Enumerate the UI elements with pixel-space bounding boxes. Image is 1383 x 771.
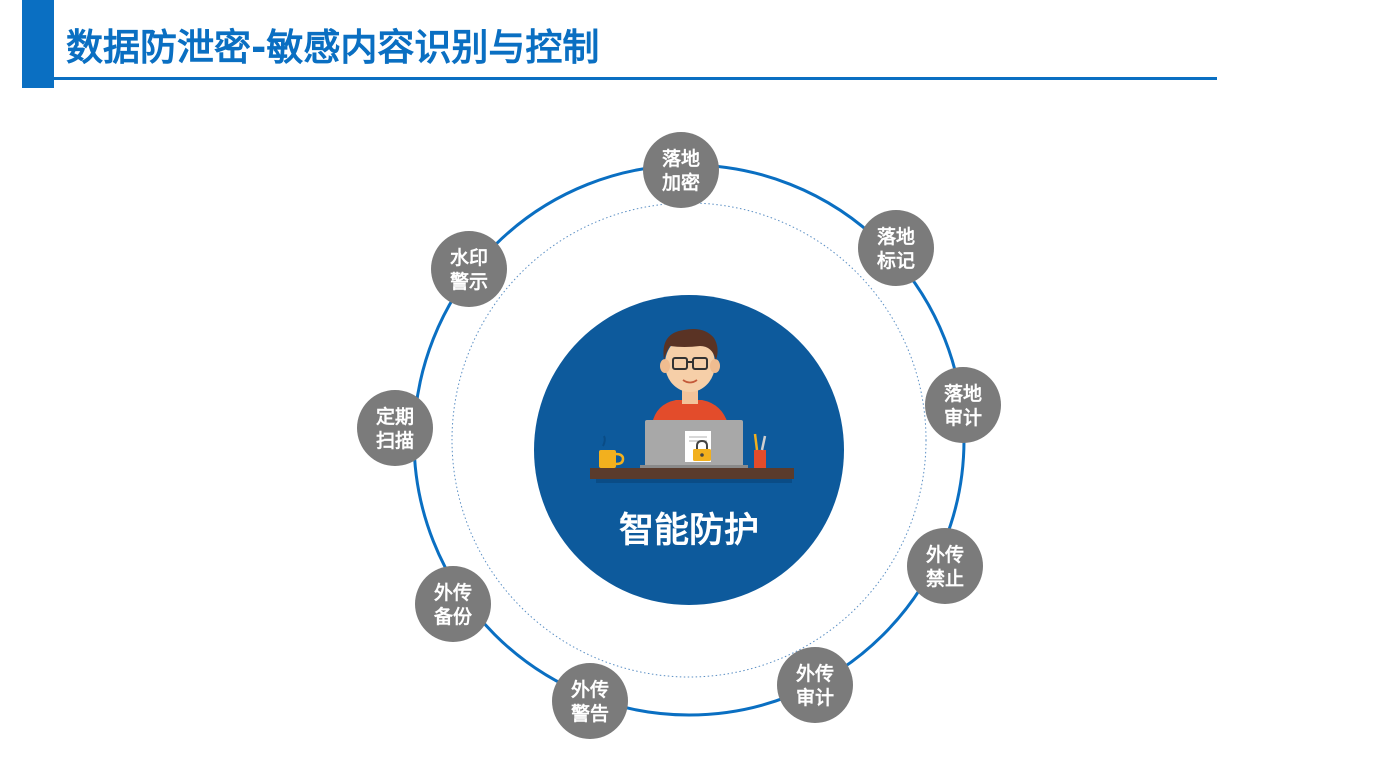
title-underline <box>54 77 1217 80</box>
person-ear-right <box>710 359 720 373</box>
node-luodi-shenji: 落地 审计 <box>925 367 1001 443</box>
node-line1: 外传 <box>571 678 609 701</box>
person-mouth <box>682 379 698 384</box>
person-face <box>665 336 715 392</box>
node-circle <box>431 231 507 307</box>
node-circle <box>643 132 719 208</box>
node-dingqi-saomiao: 定期 扫描 <box>357 390 433 466</box>
node-waichuan-jinzhi: 外传 禁止 <box>907 528 983 604</box>
node-circle <box>357 390 433 466</box>
desk <box>590 468 794 479</box>
node-waichuan-jinggao: 外传 警告 <box>552 663 628 739</box>
node-line1: 外传 <box>926 543 964 566</box>
laptop-base <box>640 465 748 469</box>
node-line1: 落地 <box>944 382 982 405</box>
person-neck <box>682 388 698 404</box>
node-circle <box>777 647 853 723</box>
node-line2: 审计 <box>944 406 982 429</box>
node-shuiyin-jingshi: 水印 警示 <box>431 231 507 307</box>
person-at-laptop-illustration <box>590 329 794 483</box>
desk-shadow <box>596 479 792 483</box>
page-title: 数据防泄密-敏感内容识别与控制 <box>66 26 600 69</box>
node-luodi-jiami: 落地 加密 <box>643 132 719 208</box>
node-line2: 警示 <box>450 270 488 293</box>
person-ear-left <box>660 359 670 373</box>
locked-document-icon <box>685 431 711 462</box>
node-line2: 标记 <box>877 250 915 272</box>
node-line2: 备份 <box>433 605 473 628</box>
person-hair <box>663 329 718 360</box>
node-line1: 外传 <box>434 581 472 604</box>
node-line1: 水印 <box>450 247 488 269</box>
node-waichuan-shenji: 外传 审计 <box>777 647 853 723</box>
node-luodi-biaoji: 落地 标记 <box>858 210 934 286</box>
pen-holder-icon <box>753 433 767 468</box>
node-line1: 落地 <box>662 147 700 170</box>
node-line2: 审计 <box>796 686 834 709</box>
node-line2: 禁止 <box>926 567 964 590</box>
node-circle <box>858 210 934 286</box>
node-line1: 定期 <box>376 405 414 428</box>
glasses-icon <box>672 357 708 370</box>
coffee-mug-icon <box>599 435 625 468</box>
title-accent-bar <box>22 0 54 88</box>
person-shirt <box>652 400 728 424</box>
node-line1: 外传 <box>796 662 834 685</box>
node-circle <box>907 528 983 604</box>
center-label: 智能防护 <box>619 511 759 551</box>
node-line2: 加密 <box>661 171 700 194</box>
node-line2: 扫描 <box>376 429 414 452</box>
node-waichuan-beifen: 外传 备份 <box>415 566 491 642</box>
node-circle <box>415 566 491 642</box>
node-circle <box>552 663 628 739</box>
node-line2: 警告 <box>571 702 609 725</box>
node-circle <box>925 367 1001 443</box>
node-line1: 落地 <box>877 225 915 248</box>
